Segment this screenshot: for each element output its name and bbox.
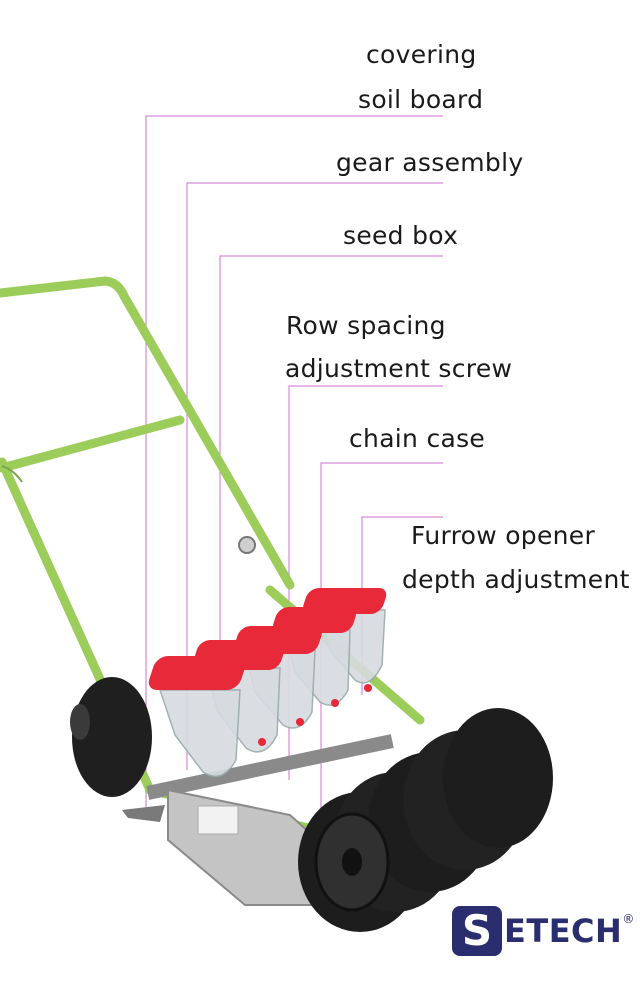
label-gear-assembly: gear assembly	[336, 148, 524, 177]
leader-lines	[145, 115, 443, 870]
main-shaft	[146, 734, 394, 800]
label-soil-board: soil board	[358, 85, 484, 114]
brand-initial: S	[461, 906, 493, 955]
label-depth-adjustment: depth adjustment	[402, 565, 630, 594]
registered-mark: ®	[622, 912, 635, 926]
brand-name: ETECH	[504, 912, 623, 950]
chain-case-label	[197, 805, 239, 835]
leader-line-covering-soil-board	[145, 115, 443, 815]
leader-line-gear-assembly	[186, 182, 443, 770]
seed-boxes	[148, 588, 387, 778]
label-adjustment-screw: adjustment screw	[285, 354, 513, 383]
label-chain-case: chain case	[349, 424, 486, 453]
leader-line-chain-case	[320, 462, 443, 870]
label-covering: covering	[366, 40, 477, 69]
label-seed-box: seed box	[343, 221, 459, 250]
handle-gear	[238, 536, 256, 554]
leader-line-seed-box	[219, 255, 443, 650]
brand-logo: S ETECH ®	[452, 906, 634, 956]
front-roller	[298, 708, 553, 932]
brand-logo-badge: S	[452, 906, 502, 956]
label-row-spacing: Row spacing	[286, 311, 446, 340]
seed-box-0	[148, 656, 246, 778]
rear-roller	[72, 677, 152, 797]
furrow-blade	[122, 805, 165, 822]
adjustment-knobs	[258, 684, 372, 746]
label-furrow-opener: Furrow opener	[411, 521, 596, 550]
